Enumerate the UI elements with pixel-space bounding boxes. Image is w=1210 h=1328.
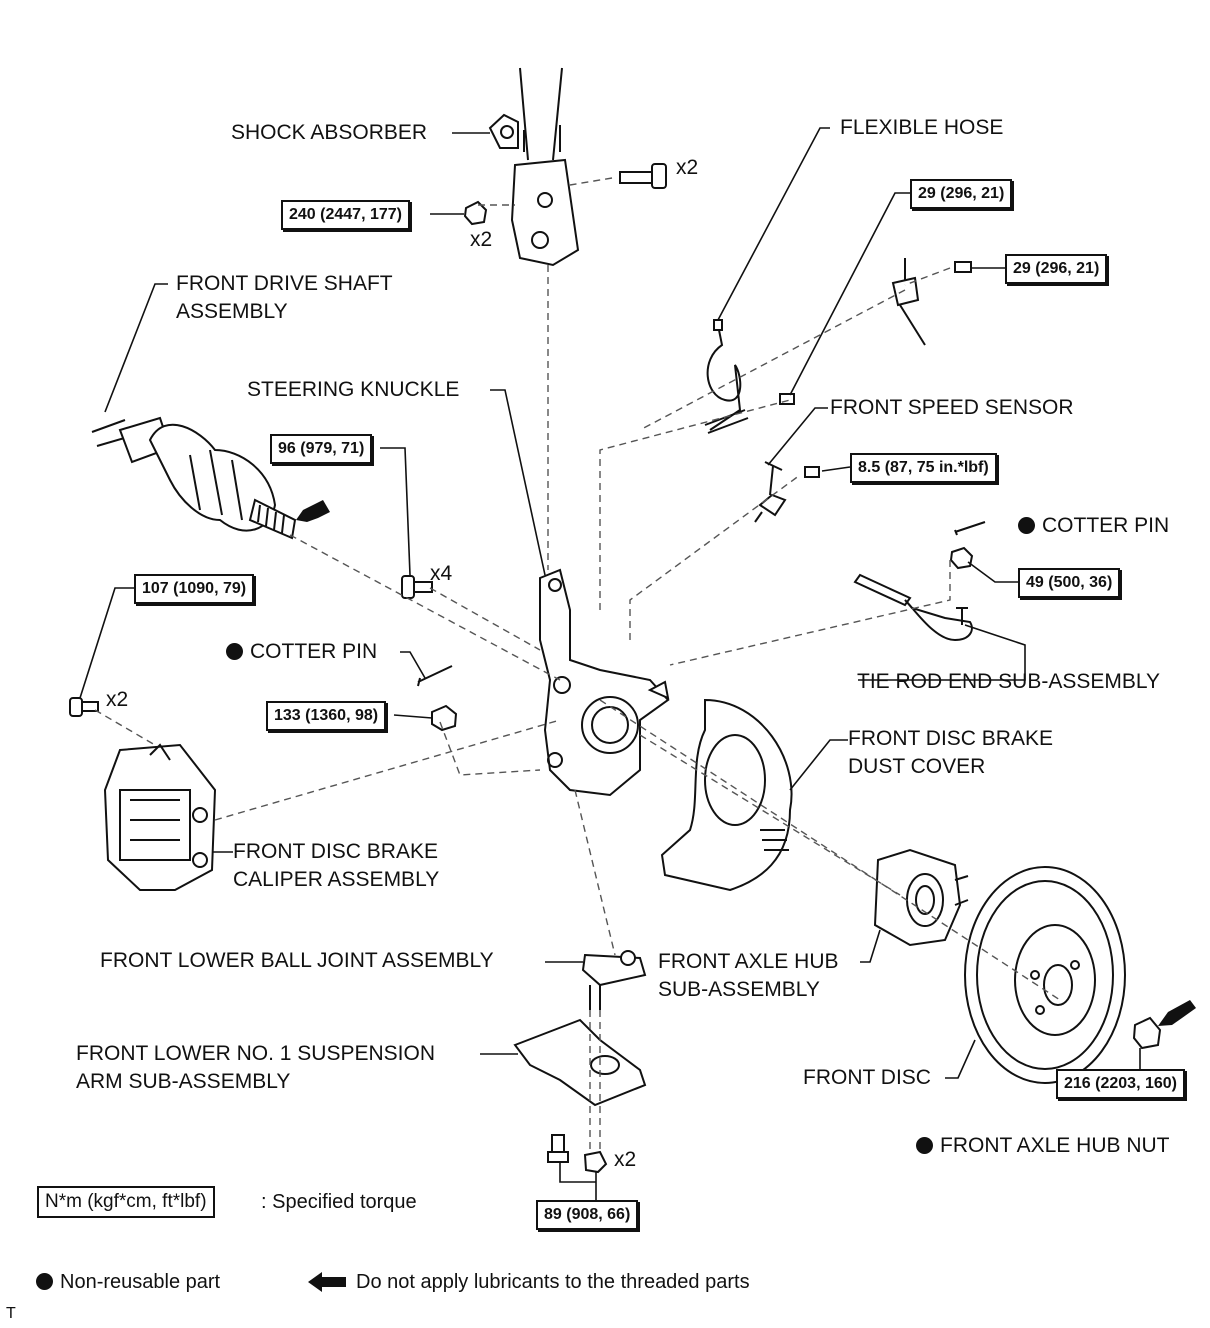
- tie-rod-nut-drawing: [949, 546, 974, 570]
- label-shock-absorber: SHOCK ABSORBER: [231, 121, 428, 144]
- knuckle-bolt-drawing: [401, 575, 433, 599]
- cotter-pin-right-text: COTTER PIN: [1042, 514, 1170, 537]
- torque-240: 240 (2447, 177): [281, 200, 410, 230]
- label-dust-cover-1: FRONT DISC BRAKE: [848, 727, 1053, 750]
- label-susp-arm-2: ARM SUB-ASSEMBLY: [76, 1070, 291, 1093]
- no-lube-arrows: [296, 500, 1196, 1026]
- arrow-shaft: [322, 1277, 346, 1287]
- hub-nut-drawing: [1132, 1016, 1162, 1050]
- nonreusable-dot-icon: [1018, 517, 1035, 534]
- steering-knuckle-drawing: [539, 568, 670, 797]
- bottom-bolt-drawing: [547, 1134, 569, 1163]
- torque-8-5: 8.5 (87, 75 in.*lbf): [850, 453, 997, 483]
- ball-joint-drawing: [581, 950, 647, 1010]
- label-axle-hub-2: SUB-ASSEMBLY: [658, 978, 820, 1001]
- torque-107: 107 (1090, 79): [134, 574, 255, 604]
- label-caliper-2: CALIPER ASSEMBLY: [233, 868, 440, 891]
- shock-absorber-drawing: [488, 67, 580, 267]
- legend-no-lube: Do not apply lubricants to the threaded …: [308, 1268, 750, 1296]
- qty-knuckle-bolt: x4: [430, 562, 453, 585]
- label-front-drive-shaft-2: ASSEMBLY: [176, 300, 288, 323]
- label-cotter-pin-left: COTTER PIN: [226, 638, 377, 666]
- torque-216: 216 (2203, 160): [1056, 1069, 1185, 1099]
- qty-strut-nut: x2: [470, 228, 493, 251]
- caliper-drawing: [103, 743, 217, 891]
- label-ball-joint: FRONT LOWER BALL JOINT ASSEMBLY: [100, 949, 494, 972]
- tie-rod-end-drawing: [853, 573, 973, 642]
- label-axle-hub-nut: FRONT AXLE HUB NUT: [916, 1132, 1169, 1160]
- torque-29-lower: 29 (296, 21): [1005, 254, 1108, 284]
- qty-bottom: x2: [614, 1148, 637, 1171]
- castle-nut-drawing: [431, 704, 458, 732]
- corner-mark: T: [6, 1305, 16, 1322]
- label-caliper-1: FRONT DISC BRAKE: [233, 840, 438, 863]
- caliper-bolt-drawing: [69, 697, 99, 717]
- assembly-guide-lines: [94, 177, 1061, 1150]
- suspension-arm-drawing: [513, 1018, 647, 1107]
- arrow-left-icon: [308, 1272, 322, 1292]
- bottom-nut-drawing: [583, 1150, 608, 1174]
- speed-sensor-drawing: [754, 461, 820, 523]
- label-tie-rod-end: TIE ROD END SUB-ASSEMBLY: [857, 670, 1161, 693]
- qty-strut-bolt: x2: [676, 156, 699, 179]
- torque-96: 96 (979, 71): [270, 434, 373, 464]
- cotter-pin-left-text: COTTER PIN: [250, 640, 378, 663]
- nonreusable-dot-icon: [226, 643, 243, 660]
- sensor-bracket-drawing: [891, 258, 972, 346]
- label-susp-arm-1: FRONT LOWER NO. 1 SUSPENSION: [76, 1042, 435, 1065]
- label-front-disc: FRONT DISC: [803, 1066, 931, 1089]
- leader-lines: [79, 127, 1141, 1200]
- torque-29-upper: 29 (296, 21): [910, 179, 1013, 209]
- qty-caliper-bolt: x2: [106, 688, 129, 711]
- legend-torque-box: N*m (kgf*cm, ft*lbf): [37, 1186, 215, 1218]
- label-cotter-pin-right: COTTER PIN: [1018, 512, 1169, 540]
- nonreusable-dot-icon: [916, 1137, 933, 1154]
- cotter-pin-left-drawing: [417, 665, 453, 687]
- torque-133: 133 (1360, 98): [266, 701, 387, 731]
- cotter-pin-right-drawing: [954, 521, 986, 536]
- legend-no-lube-text: Do not apply lubricants to the threaded …: [356, 1271, 750, 1293]
- label-front-drive-shaft-1: FRONT DRIVE SHAFT: [176, 272, 393, 295]
- torque-89: 89 (908, 66): [536, 1200, 639, 1230]
- legend-nonreusable-text: Non-reusable part: [60, 1271, 221, 1293]
- label-dust-cover-2: DUST COVER: [848, 755, 986, 778]
- strut-nut-drawing: [463, 200, 488, 226]
- nonreusable-dot-icon: [36, 1273, 53, 1290]
- label-axle-hub-1: FRONT AXLE HUB: [658, 950, 839, 973]
- axle-hub-nut-text: FRONT AXLE HUB NUT: [940, 1134, 1170, 1157]
- drive-shaft-drawing: [91, 416, 297, 540]
- label-front-speed-sensor: FRONT SPEED SENSOR: [830, 396, 1074, 419]
- front-disc-drawing: [964, 866, 1126, 1084]
- torque-49: 49 (500, 36): [1018, 568, 1121, 598]
- dust-cover-drawing: [660, 698, 793, 892]
- legend-nonreusable: Non-reusable part: [36, 1268, 220, 1296]
- legend-torque-text: : Specified torque: [261, 1191, 417, 1213]
- hose-bolt-drawing: [779, 393, 795, 405]
- strut-bolt-drawing: [619, 163, 667, 189]
- label-flexible-hose: FLEXIBLE HOSE: [840, 116, 1004, 139]
- label-steering-knuckle: STEERING KNUCKLE: [247, 378, 460, 401]
